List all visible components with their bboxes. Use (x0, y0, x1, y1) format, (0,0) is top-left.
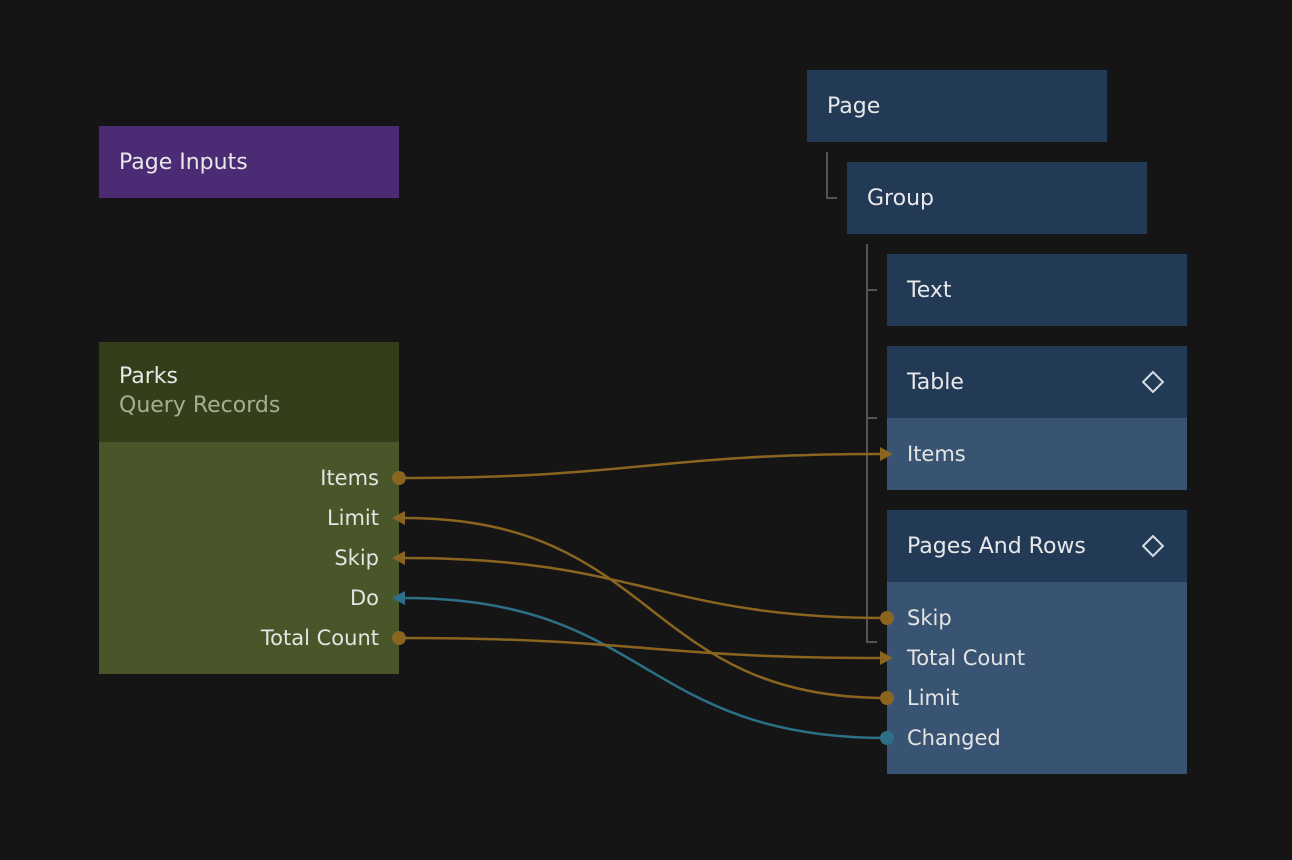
table-node-header[interactable]: Table (887, 346, 1187, 418)
component-diamond-icon[interactable] (1141, 534, 1165, 558)
pages-and-rows-node-header[interactable]: Pages And Rows (887, 510, 1187, 582)
page-node-label: Page (827, 93, 881, 119)
page-node-header[interactable]: Page (807, 70, 1107, 142)
parks-query-node[interactable]: Parks Query Records Items Limit Skip Do … (99, 342, 399, 674)
table-port-items[interactable]: Items (907, 434, 966, 474)
parks-node-subtitle: Query Records (119, 393, 281, 418)
group-node-header[interactable]: Group (847, 162, 1147, 234)
text-node-label: Text (907, 277, 952, 303)
table-node[interactable]: Table Items (887, 346, 1187, 490)
component-diamond-icon[interactable] (1141, 370, 1165, 394)
page-node[interactable]: Page (807, 70, 1107, 142)
pages-and-rows-node[interactable]: Pages And Rows Skip Total Count Limit Ch… (887, 510, 1187, 774)
parks-port-do[interactable]: Do (350, 578, 379, 618)
text-node[interactable]: Text (887, 254, 1187, 326)
table-node-label: Table (907, 369, 964, 395)
text-node-header[interactable]: Text (887, 254, 1187, 326)
tree-line-group-children (866, 244, 877, 643)
page-inputs-node[interactable]: Page Inputs (99, 126, 399, 198)
parks-node-title: Parks (119, 364, 179, 389)
pages-and-rows-port-changed[interactable]: Changed (907, 718, 1001, 758)
pages-and-rows-node-body: Skip Total Count Limit Changed (887, 582, 1187, 774)
parks-port-do-label: Do (349, 586, 379, 610)
parks-port-items[interactable]: Items (320, 458, 379, 498)
table-node-body: Items (887, 418, 1187, 490)
pages-and-rows-port-skip-label: Skip (907, 606, 952, 630)
parks-port-limit[interactable]: Limit (327, 498, 379, 538)
page-inputs-node-label: Page Inputs (119, 149, 248, 175)
group-node[interactable]: Group (847, 162, 1147, 234)
page-inputs-node-header[interactable]: Page Inputs (99, 126, 399, 198)
pages-and-rows-port-limit-label: Limit (907, 686, 960, 710)
table-port-items-label: Items (907, 442, 966, 466)
group-node-label: Group (867, 185, 934, 211)
pages-and-rows-port-skip[interactable]: Skip (907, 598, 952, 638)
pages-and-rows-port-limit[interactable]: Limit (907, 678, 959, 718)
parks-port-skip-label: Skip (334, 546, 379, 570)
pages-and-rows-port-total-count[interactable]: Total Count (907, 638, 1025, 678)
parks-port-total-count-label: Total Count (260, 626, 379, 650)
parks-port-limit-label: Limit (326, 506, 379, 530)
pages-and-rows-node-label: Pages And Rows (907, 533, 1086, 559)
pages-and-rows-port-changed-label: Changed (907, 726, 1001, 750)
pages-and-rows-port-total-count-label: Total Count (907, 646, 1026, 670)
parks-port-items-label: Items (320, 466, 379, 490)
parks-query-node-header[interactable]: Parks Query Records (99, 342, 399, 442)
tree-line-page-group (826, 152, 837, 199)
parks-port-total-count[interactable]: Total Count (261, 618, 379, 658)
parks-port-skip[interactable]: Skip (334, 538, 379, 578)
parks-query-node-body: Items Limit Skip Do Total Count (99, 442, 399, 674)
